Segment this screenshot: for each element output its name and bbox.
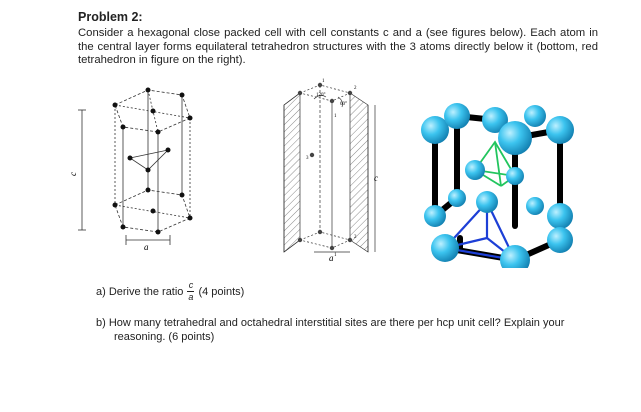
question-a-suffix: (4 points) [198,285,245,298]
problem-title: Problem 2: [78,10,143,24]
left-label-a: a [144,242,149,250]
atom-label-1c: 1 [334,253,337,258]
angle-120-label: 120° [316,93,326,98]
atom-label-2: 2 [354,86,357,91]
question-a-prefix: a) Derive the ratio [96,285,184,298]
atom-label-3: 3 [306,156,309,161]
question-b: b) How many tetrahedral and octahedral i… [96,317,596,344]
middle-label-a: a [329,253,334,263]
hcp-ball-stick-model [421,103,574,268]
fraction-denominator: a [188,292,194,302]
hcp-prism-diagram: 120° 60° 1 2 3 1 2 1 c a [283,79,378,263]
question-a: a) Derive the ratio c a (4 points) [96,281,244,302]
left-label-c: c [70,172,78,176]
atom-label-2b: 2 [354,235,357,240]
middle-label-c: c [374,173,378,183]
fraction-bar [187,291,195,292]
fraction-numerator: c [188,280,194,290]
hcp-atom-diagram: c a [70,87,193,250]
ratio-fraction: c a [187,280,195,302]
question-b-text: b) How many tetrahedral and octahedral i… [96,317,565,343]
problem-intro: Consider a hexagonal close packed cell w… [78,27,598,67]
atom-label-1b: 1 [334,114,337,119]
angle-60-label: 60° [340,102,347,107]
atom-label-1: 1 [322,79,325,84]
